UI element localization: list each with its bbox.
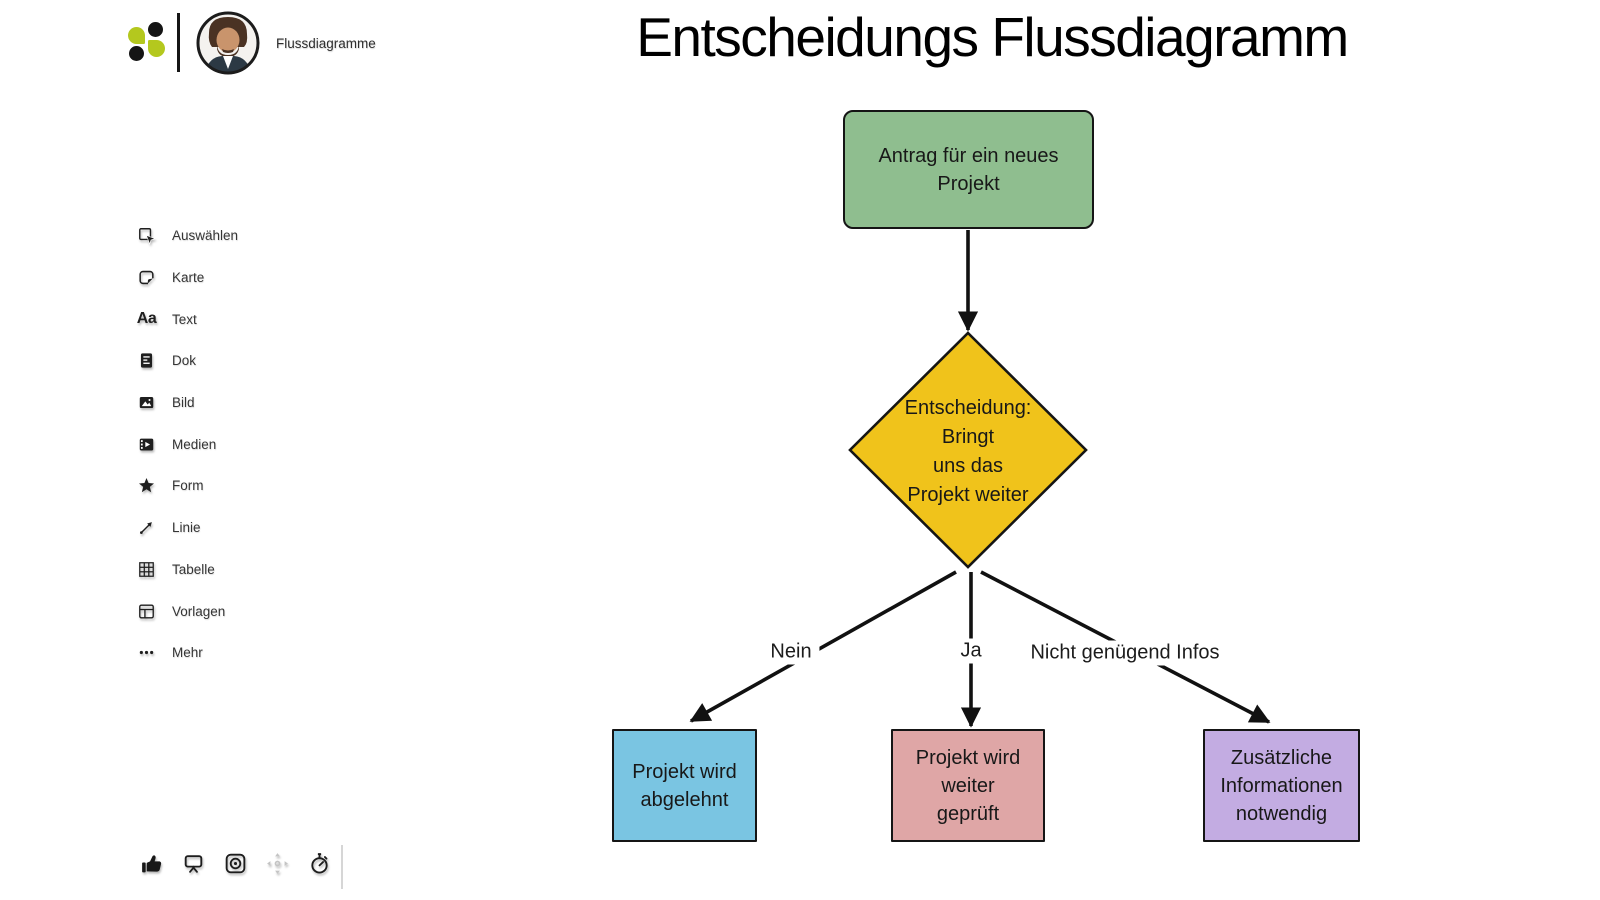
app-logo-icon[interactable]: [128, 22, 166, 62]
sidebar-item-label: Dok: [172, 353, 197, 369]
table-icon: [137, 560, 156, 579]
sidebar-item-label: Text: [172, 311, 197, 327]
media-icon: [137, 435, 156, 454]
sidebar-item-label: Mehr: [172, 645, 203, 661]
sidebar-item-dok[interactable]: Dok: [0, 340, 260, 382]
shape-star-icon: [137, 476, 156, 495]
sidebar-item-label: Karte: [172, 270, 205, 286]
header-divider: [177, 13, 180, 72]
sidebar-item-tabelle[interactable]: Tabelle: [0, 549, 260, 591]
sidebar-item-form[interactable]: Form: [0, 465, 260, 507]
move-arrows-icon[interactable]: [256, 842, 298, 884]
edge-label-nicht-genuegend-infos[interactable]: Nicht genügend Infos: [1022, 640, 1228, 666]
canvas-title[interactable]: Entscheidungs Flussdiagramm: [636, 6, 1349, 68]
board-title: Flussdiagramme: [276, 36, 376, 51]
logo-dot: [148, 40, 165, 57]
tools-sidebar: Auswählen Karte Aa Text Dok: [0, 215, 260, 674]
logo-dot: [129, 46, 144, 61]
document-icon: [137, 351, 156, 370]
logo-dot: [148, 22, 163, 37]
presentation-icon[interactable]: [172, 842, 214, 884]
sidebar-item-label: Auswählen: [172, 228, 239, 244]
sidebar-item-label: Tabelle: [172, 561, 215, 577]
sidebar-item-label: Bild: [172, 395, 195, 411]
card-icon: [137, 268, 156, 287]
flow-node-decision-label[interactable]: Entscheidung: Bringt uns das Projekt wei…: [904, 397, 1032, 506]
footer-toolbar: [130, 838, 343, 889]
templates-icon: [137, 602, 156, 621]
sidebar-item-label: Linie: [172, 520, 201, 536]
avatar[interactable]: [196, 11, 260, 75]
more-ellipsis-icon: [137, 643, 156, 662]
sidebar-item-mehr[interactable]: Mehr: [0, 632, 260, 674]
sidebar-item-label: Vorlagen: [172, 603, 226, 619]
flow-node-rejected[interactable]: Projekt wird abgelehnt: [612, 729, 757, 842]
logo-dot: [128, 27, 145, 44]
focus-target-icon[interactable]: [214, 842, 256, 884]
line-arrow-icon: [137, 518, 156, 537]
image-icon: [137, 393, 156, 412]
select-icon: [137, 226, 156, 246]
sidebar-item-auswaehlen[interactable]: Auswählen: [0, 215, 260, 257]
edge-label-ja[interactable]: Ja: [952, 638, 990, 664]
sidebar-item-vorlagen[interactable]: Vorlagen: [0, 590, 260, 632]
edge-label-nein[interactable]: Nein: [762, 639, 820, 665]
stopwatch-icon[interactable]: [298, 842, 340, 884]
thumbs-up-icon[interactable]: [130, 842, 172, 884]
text-icon: Aa: [136, 310, 157, 328]
sidebar-item-bild[interactable]: Bild: [0, 382, 260, 424]
sidebar-item-karte[interactable]: Karte: [0, 257, 260, 299]
flow-node-review[interactable]: Projekt wird weiter geprüft: [891, 729, 1045, 842]
sidebar-item-text[interactable]: Aa Text: [0, 298, 260, 340]
flow-node-moreinfo[interactable]: Zusätzliche Informationen notwendig: [1203, 729, 1360, 842]
flow-node-start[interactable]: Antrag für ein neues Projekt: [843, 110, 1094, 229]
sidebar-item-label: Form: [172, 478, 204, 494]
sidebar-item-medien[interactable]: Medien: [0, 423, 260, 465]
top-header: Flussdiagramme: [0, 0, 420, 90]
footer-divider: [341, 845, 343, 889]
sidebar-item-label: Medien: [172, 436, 217, 452]
sidebar-item-linie[interactable]: Linie: [0, 507, 260, 549]
